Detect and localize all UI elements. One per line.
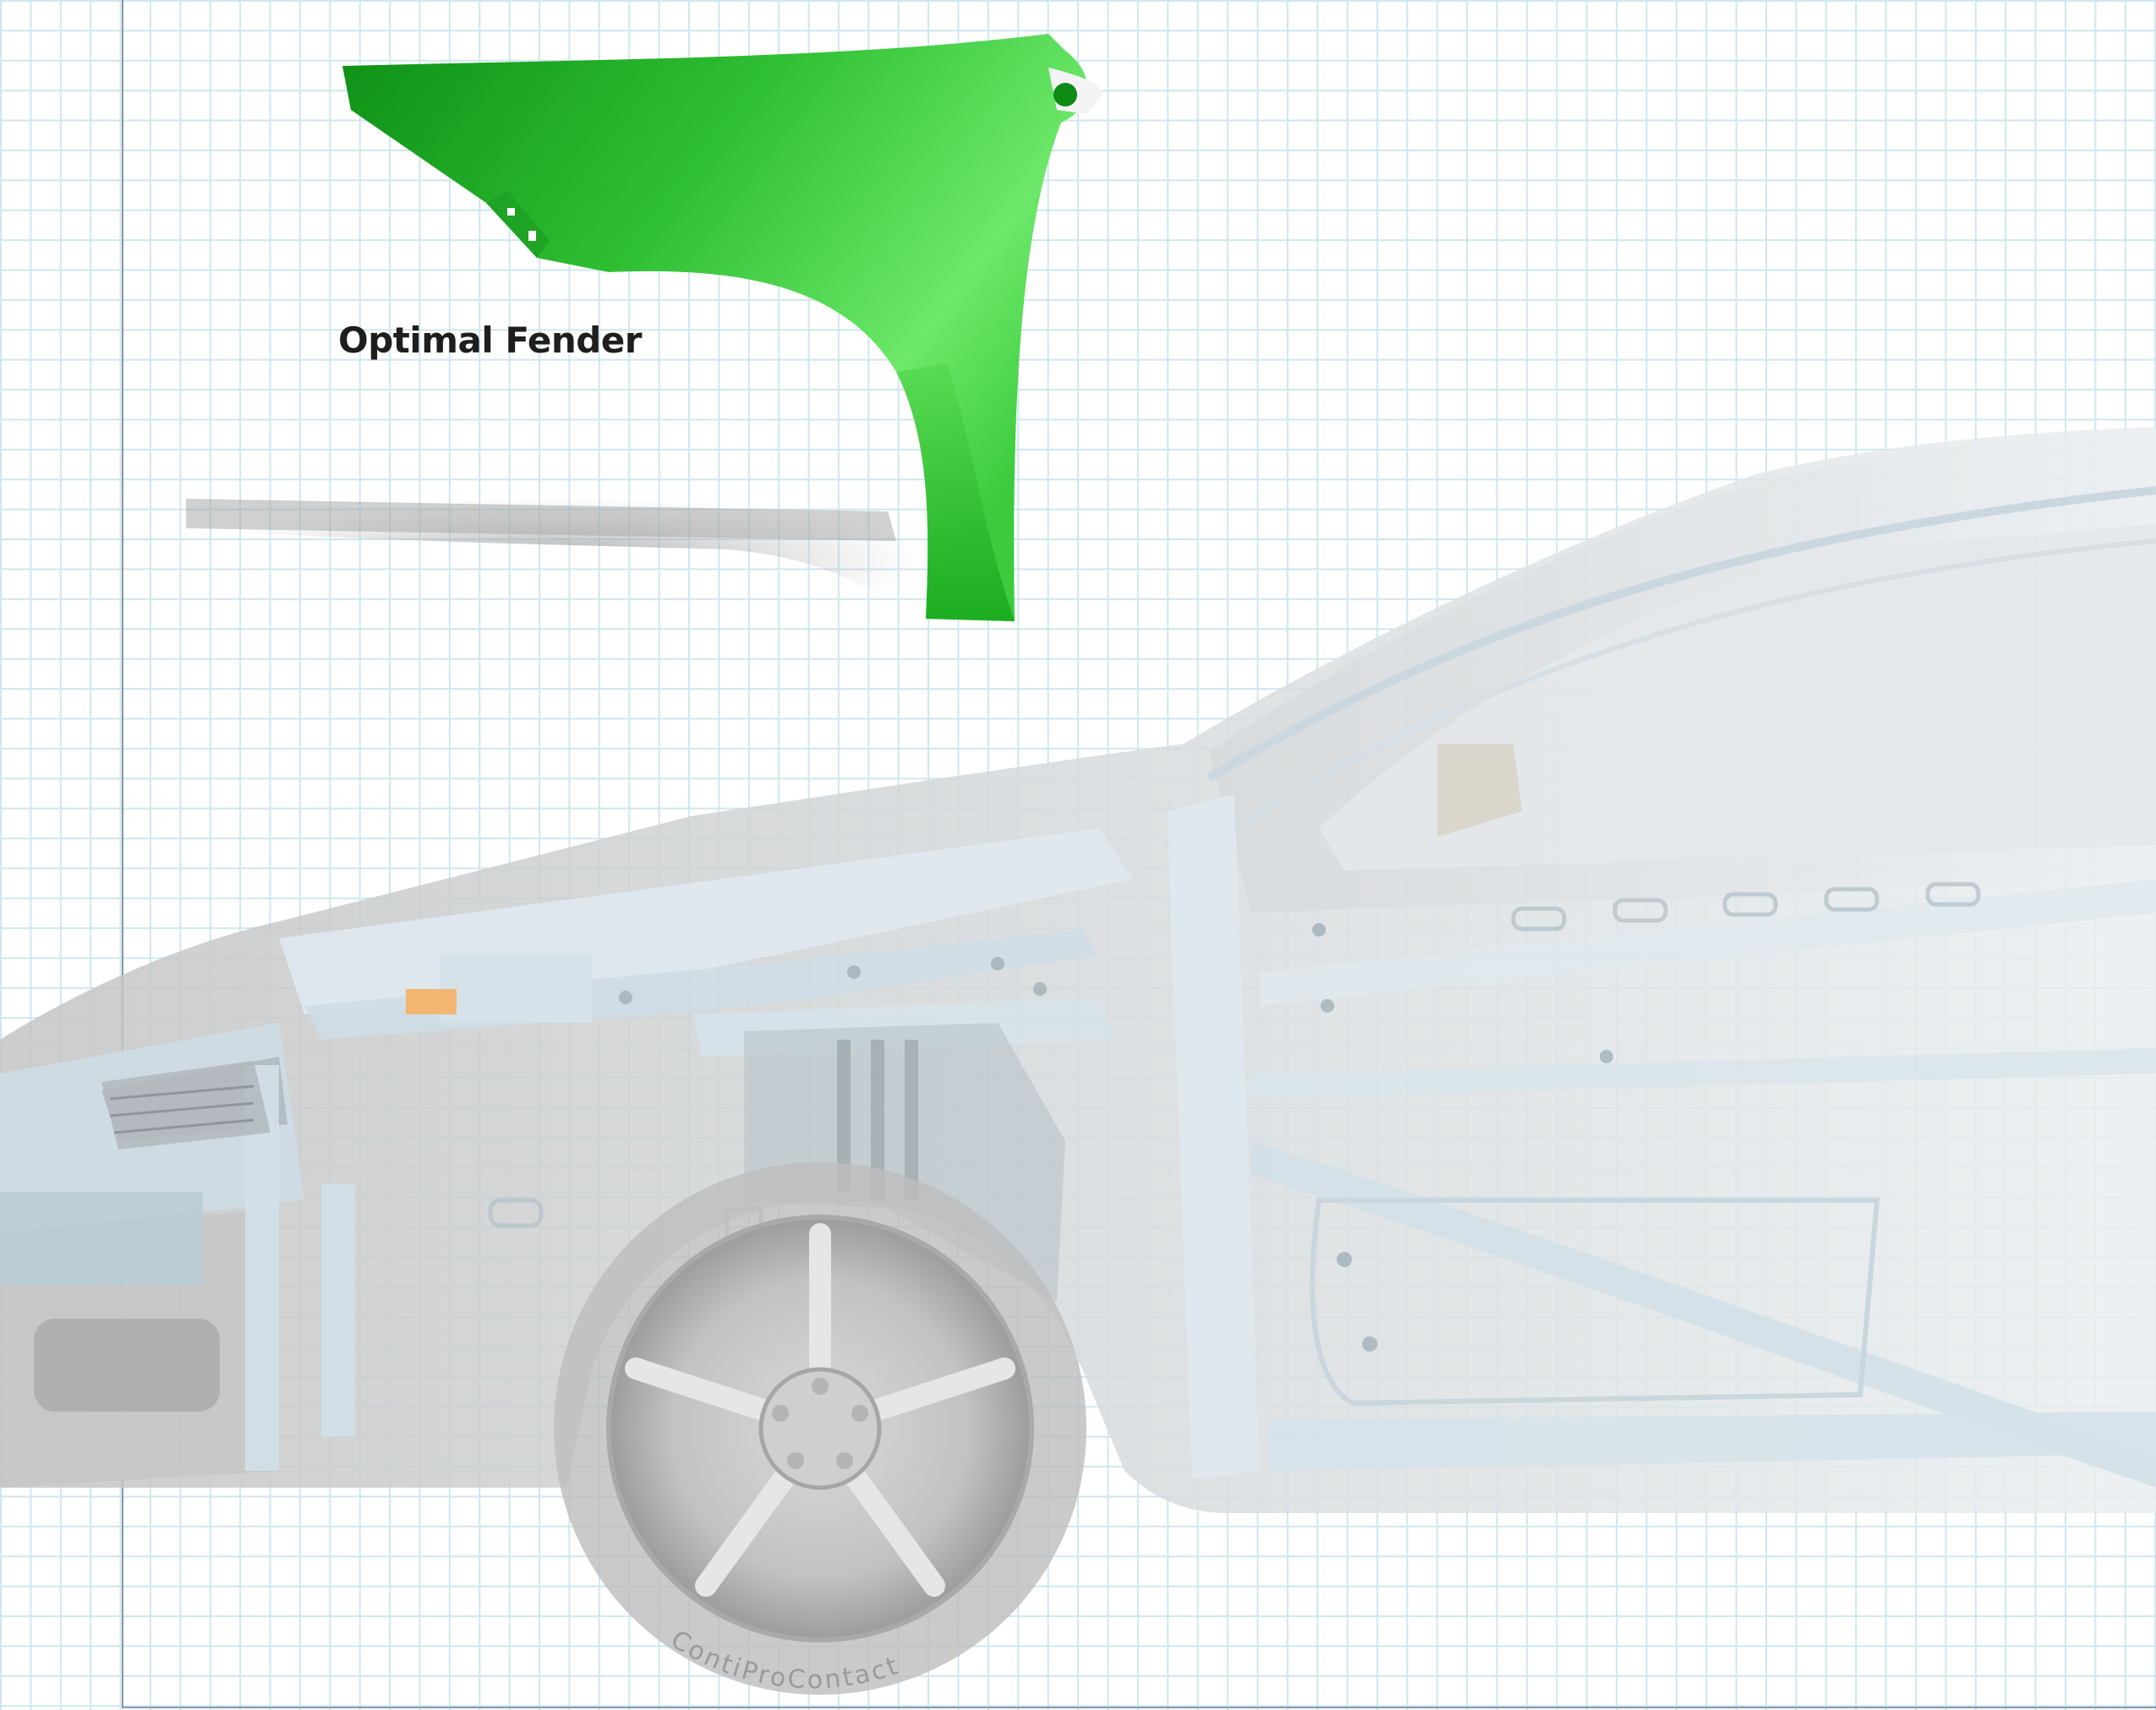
page-frame-bottom bbox=[122, 1707, 2156, 1708]
page-frame-left bbox=[122, 0, 123, 1708]
fender-label: Optimal Fender bbox=[338, 320, 643, 361]
